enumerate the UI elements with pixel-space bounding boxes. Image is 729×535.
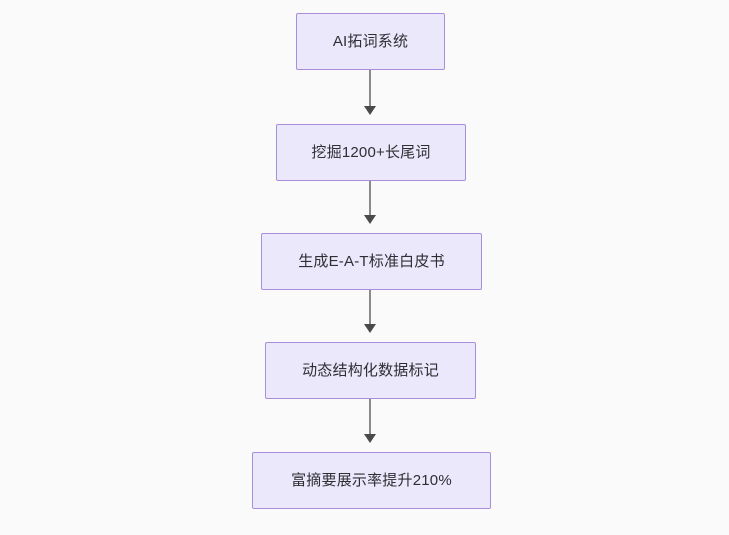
flow-node-label: 富摘要展示率提升210% — [291, 472, 452, 489]
flow-node-generate-eat-whitepaper[interactable]: 生成E-A-T标准白皮书 — [261, 233, 482, 290]
arrowhead-icon — [364, 324, 376, 333]
flow-node-label: 挖掘1200+长尾词 — [311, 144, 431, 161]
arrowhead-icon — [364, 215, 376, 224]
edge-line — [369, 290, 371, 324]
flow-node-label: 动态结构化数据标记 — [302, 362, 439, 379]
edge-line — [369, 70, 371, 106]
arrowhead-icon — [364, 434, 376, 443]
flow-node-dynamic-structured-data-markup[interactable]: 动态结构化数据标记 — [265, 342, 476, 399]
edge-line — [369, 399, 371, 434]
flow-node-mine-longtail-keywords[interactable]: 挖掘1200+长尾词 — [276, 124, 466, 181]
edge-line — [369, 181, 371, 215]
flow-node-rich-snippet-impression-lift[interactable]: 富摘要展示率提升210% — [252, 452, 491, 509]
flow-node-ai-keyword-system[interactable]: AI拓词系统 — [296, 13, 445, 70]
arrowhead-icon — [364, 106, 376, 115]
flow-node-label: AI拓词系统 — [332, 33, 409, 50]
flow-node-label: 生成E-A-T标准白皮书 — [298, 253, 445, 270]
